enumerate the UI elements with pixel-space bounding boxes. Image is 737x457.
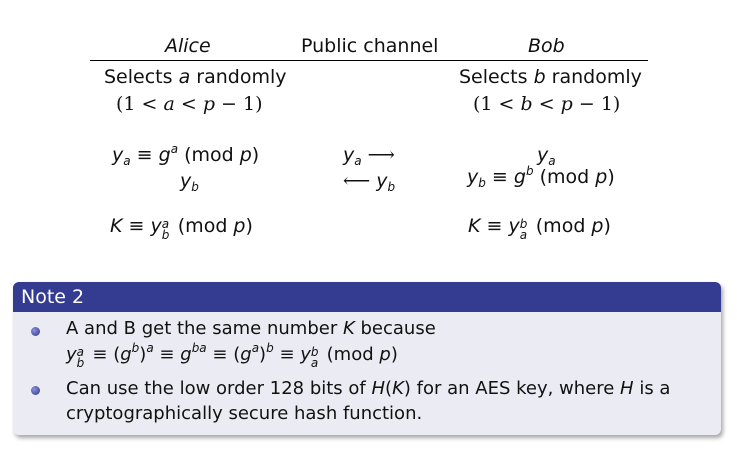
bob-ya-received: ya <box>537 144 556 168</box>
bob-select-line: Selects b randomly <box>459 66 642 88</box>
note-title: Note 2 <box>13 282 721 312</box>
header-public-channel: Public channel <box>301 35 439 57</box>
header-alice: Alice <box>165 35 211 57</box>
note-bullet-1-line-1: A and B get the same number K because <box>66 318 436 339</box>
note-bullet-2-line-2: cryptographically secure hash function. <box>66 403 423 424</box>
alice-ya-line: ya ≡ ga (mod p) <box>112 142 260 168</box>
note-box: Note 2 A and B get the same number K bec… <box>13 282 721 435</box>
alice-select-line: Selects a randomly <box>104 66 287 88</box>
bullet-marker <box>31 327 40 336</box>
alice-yb-received: yb <box>180 170 199 194</box>
channel-send-ya: ya ⟶ <box>343 144 395 168</box>
note-bullet-2-line-1: Can use the low order 128 bits of H(K) f… <box>66 378 671 399</box>
channel-send-yb: ⟵ yb <box>343 170 396 194</box>
table-top-rule <box>90 60 648 61</box>
alice-range-line: (1 < a < p − 1) <box>116 93 263 115</box>
header-bob: Bob <box>528 35 565 57</box>
bullet-marker <box>31 386 40 395</box>
bob-yb-line: yb ≡ gb (mod p) <box>467 164 615 190</box>
bob-range-line: (1 < b < p − 1) <box>473 93 621 115</box>
